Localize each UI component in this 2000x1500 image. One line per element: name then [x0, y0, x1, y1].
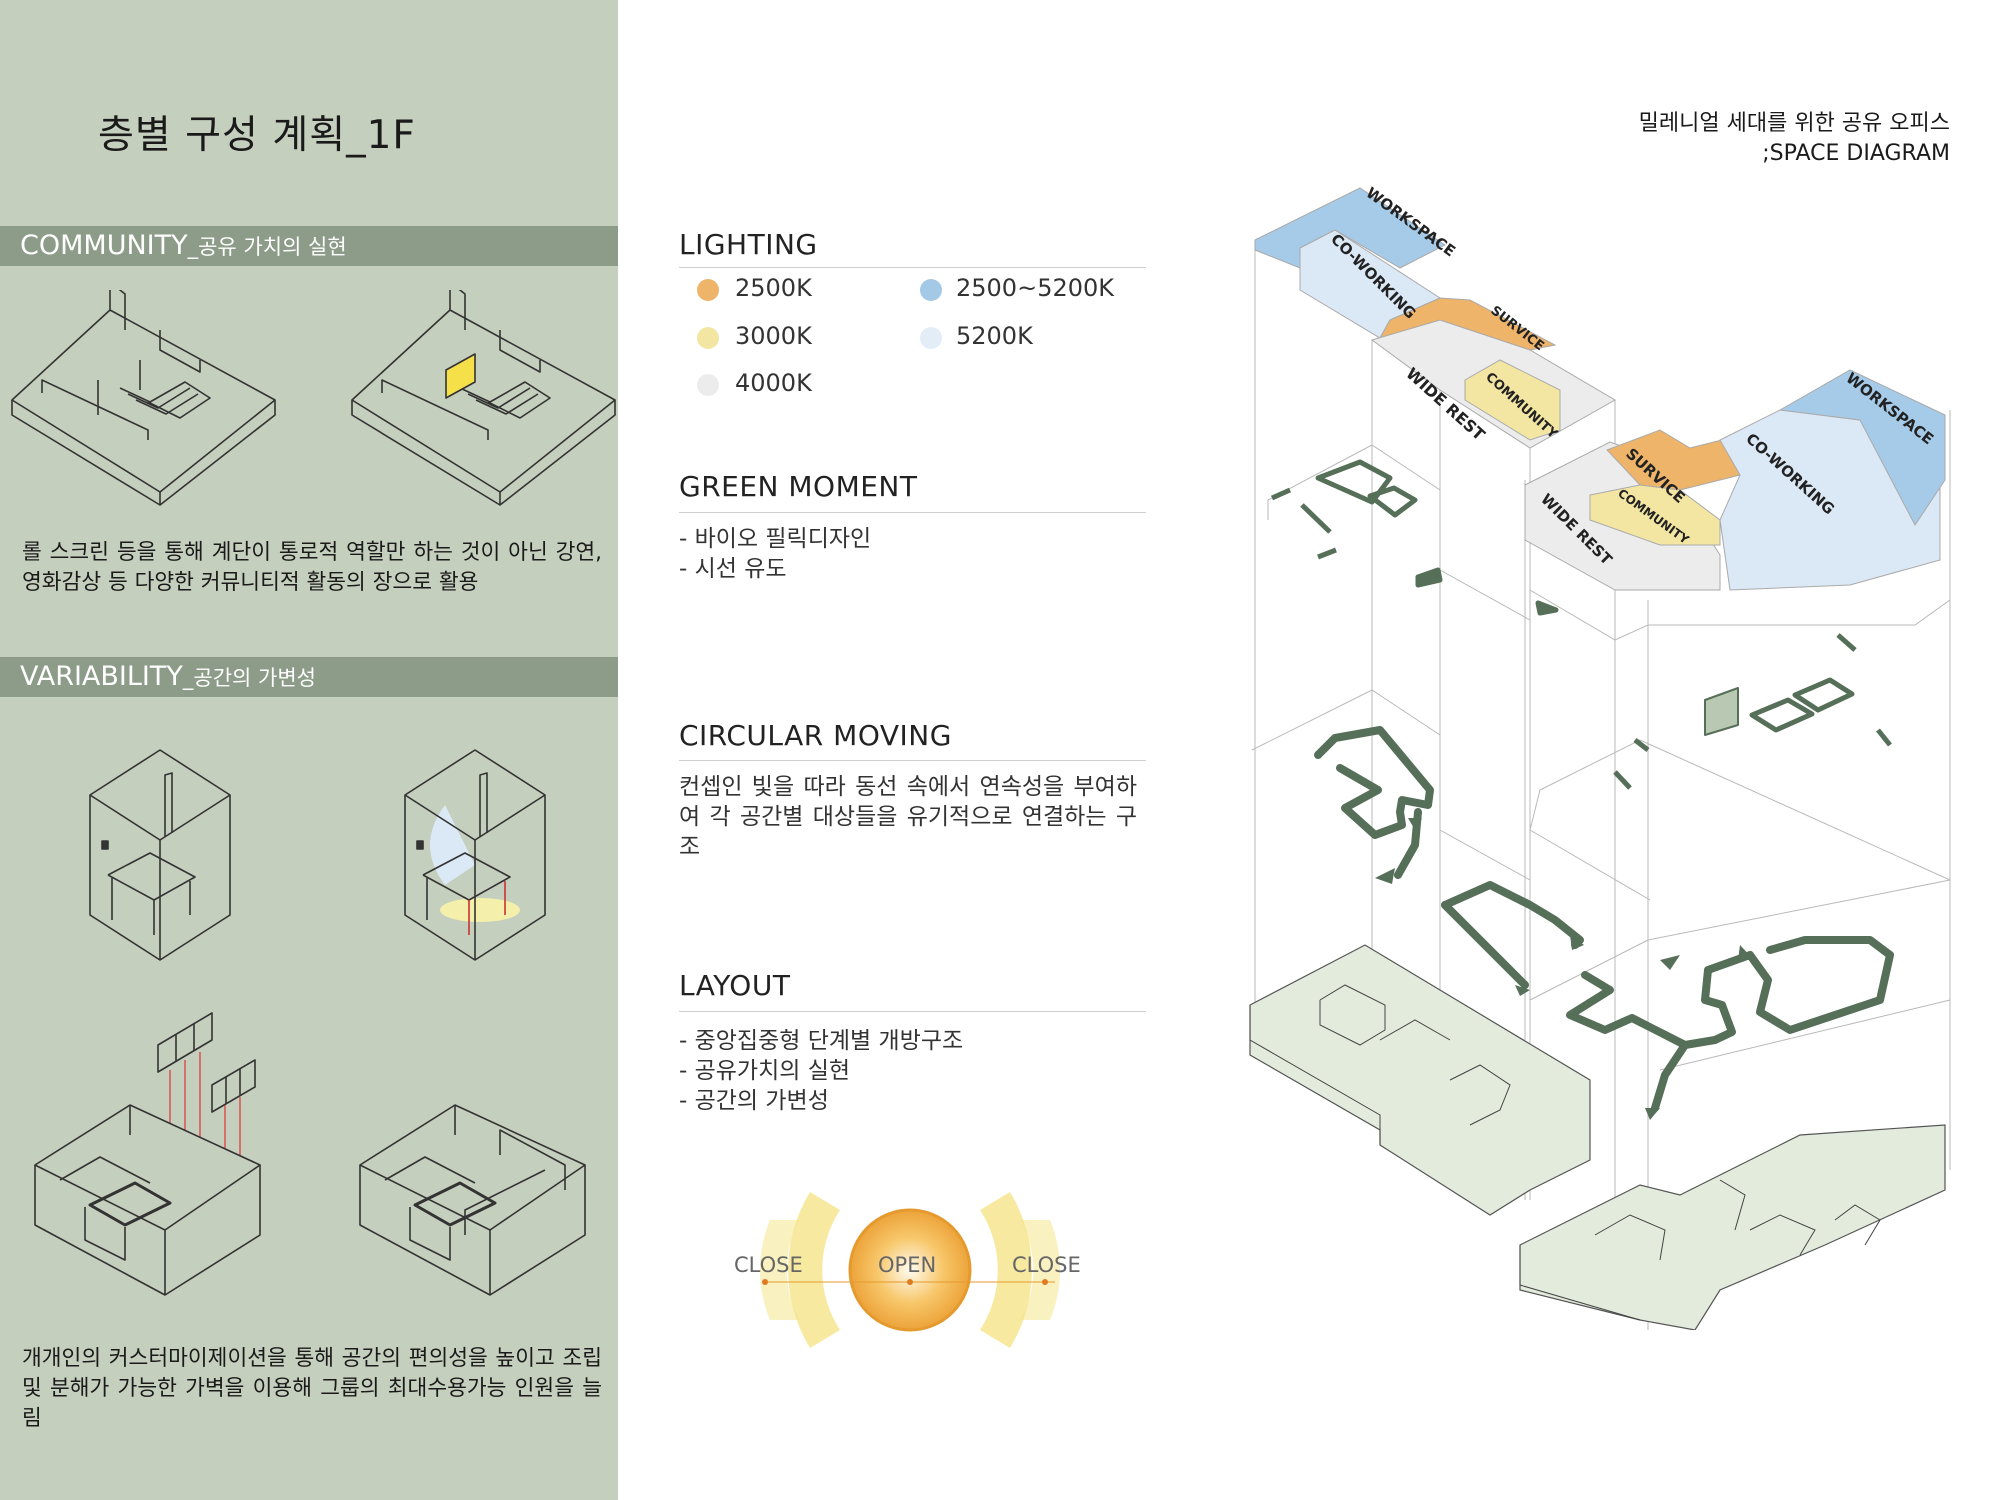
project-title: 밀레니얼 세대를 위한 공유 오피스 — [1638, 111, 1950, 136]
partition-exploded — [34, 1012, 261, 1296]
zone-floor-a — [1254, 187, 1617, 449]
community-subtitle: _공유 가치의 실현 — [187, 235, 347, 259]
green-moment-bullet-2: - 시선 유도 — [679, 556, 787, 582]
layout-bullet-3: - 공간의 가변성 — [679, 1088, 829, 1114]
stair-room-plain — [11, 290, 276, 506]
legend-label-2500-5200k: 2500~5200K — [956, 274, 1115, 302]
layout-title: LAYOUT — [679, 969, 791, 1002]
ground-floor-plans — [1249, 944, 1946, 1330]
legend-label-4000k: 4000K — [735, 369, 812, 397]
floor-plan-a — [1249, 944, 1591, 1216]
open-core — [848, 1208, 972, 1332]
lighting-divider — [679, 267, 1146, 268]
layout-bullet-2: - 공유가치의 실현 — [679, 1058, 851, 1084]
project-header: 밀레니얼 세대를 위한 공유 오피스 ;SPACE DIAGRAM — [1639, 109, 1950, 169]
left-panel: 층별 구성 계획_1F COMMUNITY_공유 가치의 실현 — [0, 0, 618, 1500]
circular-moving-description: 컨셉인 빛을 따라 동선 속에서 연속성을 부여하여 각 공간별 대상들을 유기… — [679, 774, 1137, 860]
circulation-paths — [1314, 726, 1894, 1112]
layout-divider — [679, 1011, 1146, 1012]
legend-swatch-4000k — [697, 374, 719, 396]
legend-swatch-5200k — [920, 327, 942, 349]
legend-label-3000k: 3000K — [735, 322, 812, 350]
open-close-diagram — [760, 1192, 1060, 1348]
partition-assembled — [359, 1104, 586, 1296]
booth-plain — [89, 749, 231, 961]
green-moment-divider — [679, 512, 1146, 513]
partition-illustrations — [34, 1012, 586, 1296]
zone-community-b — [1589, 484, 1721, 546]
community-section-header: COMMUNITY_공유 가치의 실현 — [0, 226, 618, 266]
booth-illustrations — [89, 749, 546, 961]
close-wave-right-outer — [1020, 1220, 1060, 1320]
legend-label-2500k: 2500K — [735, 274, 812, 302]
stair-illustrations — [11, 290, 616, 506]
community-description: 롤 스크린 등을 통해 계단이 통로적 역할만 하는 것이 아닌 강연, 영화감… — [22, 540, 602, 595]
layout-bullet-1: - 중앙집중형 단계별 개방구조 — [679, 1028, 964, 1054]
variability-title: VARIABILITY — [20, 661, 183, 692]
green-moment-title: GREEN MOMENT — [679, 470, 918, 503]
project-subtitle: ;SPACE DIAGRAM — [1762, 141, 1950, 166]
close-wave-left-inner — [788, 1192, 840, 1348]
open-label: OPEN — [878, 1253, 937, 1277]
community-title: COMMUNITY — [20, 230, 188, 261]
legend-swatch-2500k — [697, 279, 719, 301]
circular-moving-title: CIRCULAR MOVING — [679, 719, 952, 752]
variability-section-header: VARIABILITY_공간의 가변성 — [0, 657, 618, 697]
close-label-left: CLOSE — [734, 1253, 803, 1277]
variability-description: 개개인의 커스터마이제이션을 통해 공간의 편의성을 높이고 조립 및 분해가 … — [22, 1346, 602, 1431]
close-label-right: CLOSE — [1012, 1253, 1081, 1277]
zone-community-a — [1464, 359, 1561, 441]
close-wave-right-inner — [980, 1192, 1032, 1348]
page-title: 층별 구성 계획_1F — [98, 113, 416, 158]
circular-moving-divider — [679, 760, 1146, 761]
zone-workspace-b — [1778, 369, 1946, 526]
stair-room-screen — [351, 290, 616, 506]
legend-label-5200k: 5200K — [956, 322, 1033, 350]
booth-lit — [404, 749, 546, 961]
green-moment-objects — [1270, 459, 1892, 790]
green-moment-bullet-1: - 바이오 필릭디자인 — [679, 526, 872, 552]
lighting-title: LIGHTING — [679, 228, 818, 261]
close-wave-left-outer — [760, 1220, 800, 1320]
legend-swatch-2500-5200k — [920, 279, 942, 301]
legend-swatch-3000k — [697, 327, 719, 349]
space-diagram: WORKSPACE CO-WORKING SURVICE WIDE REST C… — [1249, 184, 1951, 1330]
variability-subtitle: _공간의 가변성 — [182, 666, 316, 690]
path-arrows — [1375, 818, 1752, 1120]
zone-floor-b — [1524, 369, 1946, 591]
floor-plan-b — [1519, 1124, 1946, 1330]
